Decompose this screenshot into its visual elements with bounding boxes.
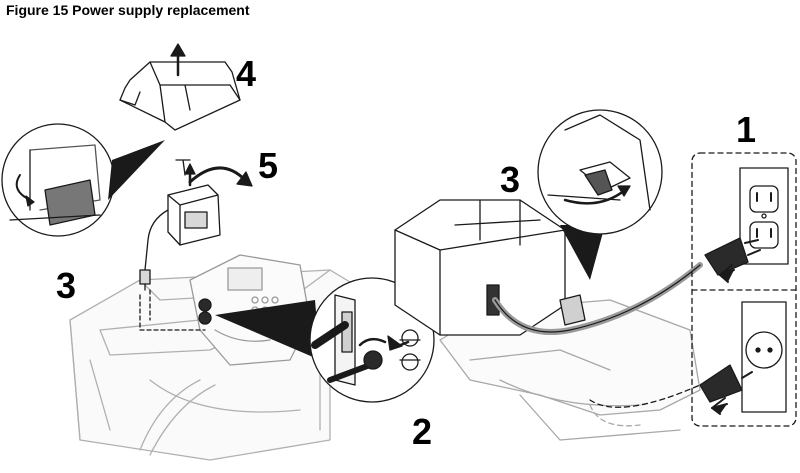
step-3-label-left: 3 bbox=[56, 268, 76, 304]
eu-outlet-icon bbox=[742, 302, 786, 412]
latch-detail-circle-left bbox=[2, 124, 165, 236]
latch-detail-circle-right bbox=[538, 110, 662, 234]
power-supply-cover bbox=[120, 62, 240, 130]
step-3-label-right: 3 bbox=[500, 162, 520, 198]
step-4-label: 4 bbox=[236, 56, 256, 92]
step-1-label: 1 bbox=[736, 112, 756, 148]
step-2-label: 2 bbox=[412, 414, 432, 450]
rotate-arrow-icon bbox=[185, 164, 252, 186]
step-5-label: 5 bbox=[258, 148, 278, 184]
us-outlet-icon bbox=[740, 168, 788, 264]
